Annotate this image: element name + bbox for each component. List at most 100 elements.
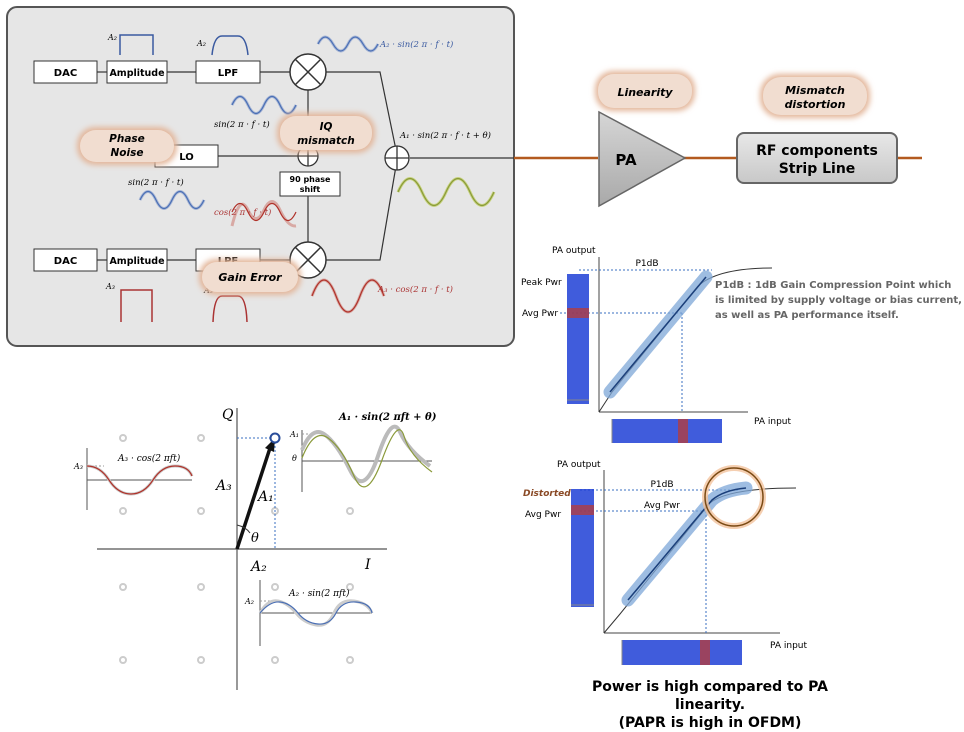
top-signal-core	[609, 276, 707, 393]
a2-amp-label: A₂	[107, 33, 117, 42]
lo-label: LO	[179, 152, 194, 163]
top-avg-label: Avg Pwr	[522, 309, 558, 319]
top-x-axis-label: PA input	[754, 417, 791, 427]
amplitude-block-q	[106, 248, 168, 272]
callout-phase-noise-line1: Phase	[109, 133, 145, 145]
bottom-caption: Power is high compared to PA linearity. …	[560, 678, 860, 732]
phase-shift-label-1: 90 phase	[290, 175, 332, 184]
sum-output-label: A₁ · sin(2 π · f · t + θ)	[399, 130, 491, 141]
q-output-label: A₃ · cos(2 π · f · t)	[377, 284, 453, 295]
sum-mini-label: A₁ · sin(2 πft + θ)	[338, 412, 437, 423]
lpf-label-i: LPF	[218, 68, 239, 79]
rf-components-block	[736, 132, 898, 184]
a2-axis-label: A₂	[249, 559, 267, 575]
p1db-note-line2: is limited by supply voltage or bias cur…	[715, 295, 962, 306]
q-carrier-label-top: sin(2 π · f · t)	[128, 177, 184, 188]
callout-iq-line2: mismatch	[297, 135, 355, 147]
sin-mini-plot: A₂ A₂ · sin(2 πft)	[244, 580, 374, 646]
callout-iq-mismatch: IQ mismatch	[277, 113, 375, 153]
bottom-avg-inside-label: Avg Pwr	[644, 501, 680, 511]
amplitude-pulse-icon-i	[119, 34, 154, 55]
a1-vector-label: A₁	[256, 489, 274, 505]
mini-a3-label: A₃	[73, 462, 83, 471]
bottom-avg-label: Avg Pwr	[525, 510, 561, 520]
wave-sum-out-line	[397, 177, 495, 207]
callout-linearity-text: Linearity	[617, 86, 673, 99]
dac-label-i: DAC	[54, 68, 77, 79]
compression-highlight-circle	[704, 467, 764, 527]
pa-triangle-icon	[598, 110, 687, 208]
amplitude-label-q: Amplitude	[109, 256, 164, 267]
lpf-pulse-icon-i	[211, 35, 249, 56]
pa-chart-bottom: PA output PA input P1dB Avg Pwr Distorte…	[523, 460, 807, 665]
mini-theta-label: θ	[292, 454, 297, 463]
p1db-note-line3: as well as PA performance itself.	[715, 310, 899, 321]
q-axis-label: Q	[222, 407, 234, 423]
wave-q-carrier-line	[231, 202, 297, 222]
caption-line1: Power is high compared to PA linearity.	[592, 679, 828, 713]
rf-chain: PA RF components Strip Line Linearity Mi…	[514, 71, 922, 208]
constellation-points	[119, 434, 354, 664]
wave-q-out-line	[311, 279, 385, 313]
wave-lo-sin-line	[139, 190, 205, 210]
theta-label: θ	[251, 531, 259, 546]
cos-mini-plot: A₃ A₃ · cos(2 πft)	[73, 448, 194, 510]
phase-shift-block	[279, 171, 341, 197]
diagram-canvas: DAC Amplitude LPF A₂ A₂	[6, 6, 962, 690]
top-output-spectrum	[567, 274, 589, 404]
callout-iq-line1: IQ	[320, 121, 333, 133]
callout-phase-noise: Phase Noise	[77, 127, 177, 165]
pa-chart-top: PA output PA input P1dB Peak Pwr Avg Pwr…	[521, 246, 962, 443]
cos-mini-label: A₃ · cos(2 πft)	[117, 453, 181, 464]
dac-block-q	[33, 248, 98, 272]
a2-lpf-label: A₂	[196, 39, 206, 48]
transmitter-panel: DAC Amplitude LPF A₂ A₂	[6, 6, 515, 347]
amplitude-pulse-icon-q	[120, 289, 153, 322]
p1db-note-line1: P1dB : 1dB Gain Compression Point which	[715, 280, 951, 291]
mini-a1-label: A₁	[289, 430, 299, 439]
summer-icon-output	[384, 145, 410, 171]
top-peak-label: Peak Pwr	[521, 278, 562, 288]
phase-shift-label-2: shift	[300, 185, 321, 194]
dac-block-i	[33, 60, 98, 84]
callout-mismatch: Mismatch distortion	[760, 74, 870, 118]
bottom-x-axis-label: PA input	[770, 641, 807, 651]
constellation-diagram: Q I θ A₃ A₁ A₂ A₃ A₃ · co	[73, 407, 437, 690]
lpf-pulse-icon-q	[212, 295, 248, 323]
amplitude-block-i	[106, 60, 168, 84]
callout-gain-error: Gain Error	[199, 259, 301, 295]
dac-label-q: DAC	[54, 256, 77, 267]
q-carrier-label: cos(2 π · f · t)	[214, 207, 271, 218]
bottom-signal-core	[627, 487, 747, 601]
panel-background	[6, 6, 515, 347]
amplitude-label-i: Amplitude	[109, 68, 164, 79]
mixer-icon-i	[289, 53, 327, 91]
callout-mismatch-line1: Mismatch	[785, 84, 845, 97]
target-point-icon	[269, 432, 281, 444]
i-axis-label: I	[364, 557, 371, 573]
sin-mini-label: A₂ · sin(2 πft)	[288, 588, 350, 599]
a3-axis-label: A₃	[214, 478, 232, 494]
top-p1db-label: P1dB	[635, 259, 658, 269]
a3-amp-label: A₃	[105, 282, 115, 291]
bottom-input-spectrum	[621, 640, 742, 665]
distorted-label: Distorted	[523, 489, 571, 499]
mini-a2-label: A₂	[244, 597, 254, 606]
callout-mismatch-line2: distortion	[785, 98, 846, 111]
pa-label: PA	[615, 151, 637, 169]
theta-arc	[236, 524, 251, 534]
callout-phase-noise-line2: Noise	[111, 147, 144, 159]
sum-mini-plot: A₁ θ A₁ · sin(2 πft + θ)	[289, 412, 437, 492]
rf-label-line2: Strip Line	[779, 161, 856, 177]
bottom-p1db-label: P1dB	[650, 480, 673, 490]
callout-gain-error-text: Gain Error	[218, 271, 282, 284]
vector-a1	[235, 444, 273, 550]
lpf-block-i	[195, 60, 261, 84]
wave-i-carrier-line	[231, 95, 297, 115]
callout-linearity: Linearity	[595, 71, 695, 111]
i-output-label: A₂ · sin(2 π · f · t)	[379, 39, 453, 50]
wave-i-out-line	[317, 36, 379, 52]
top-y-axis-label: PA output	[552, 246, 596, 256]
bottom-y-axis-label: PA output	[557, 460, 601, 470]
i-carrier-label: sin(2 π · f · t)	[214, 119, 270, 130]
